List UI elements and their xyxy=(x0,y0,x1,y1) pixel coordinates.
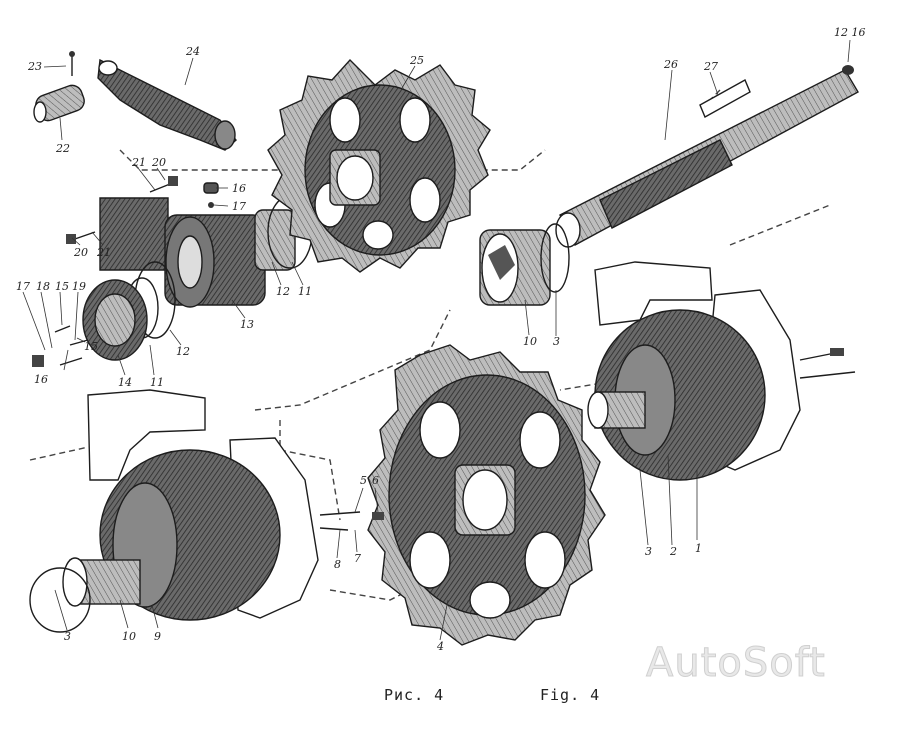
callout-10-left: 10 xyxy=(122,630,136,643)
callout-12-lower: 12 xyxy=(176,345,190,358)
callout-20-lower: 20 xyxy=(73,246,88,259)
bolts-part-15-19 xyxy=(32,325,89,367)
callout-16-upper: 16 xyxy=(232,182,246,195)
lower-sprocket-part-4 xyxy=(367,344,606,646)
callout-26: 26 xyxy=(663,58,678,71)
callout-15-lower: 15 xyxy=(84,340,98,353)
callout-10-shaft: 10 xyxy=(523,335,537,348)
callout-11-lower: 11 xyxy=(150,376,164,389)
callout-15-upper: 15 xyxy=(55,280,69,293)
callout-3-shaft: 3 xyxy=(553,335,560,348)
callout-5: 5 xyxy=(360,474,367,487)
cover-part-14 xyxy=(82,279,148,361)
callout-17-upper: 17 xyxy=(232,200,246,213)
callout-24: 24 xyxy=(185,45,200,58)
callout-1: 1 xyxy=(695,542,702,555)
callout-14: 14 xyxy=(118,376,132,389)
bushing-part-10 xyxy=(479,223,570,306)
bolt-part-20-21 xyxy=(66,176,178,244)
callout-3-left: 3 xyxy=(64,630,71,643)
upper-sprocket-part-25 xyxy=(267,58,491,273)
callout-27: 27 xyxy=(703,60,718,73)
figure-caption-russian: Рис. 4 xyxy=(384,686,445,704)
right-hub-part-1 xyxy=(587,309,856,481)
callout-23: 23 xyxy=(27,60,42,73)
callout-18: 18 xyxy=(36,280,50,293)
callout-labels: 1 2 3 3 3 4 5 6 7 8 9 10 10 11 11 12 12 … xyxy=(16,26,866,653)
callout-16-lower: 16 xyxy=(34,373,48,386)
callout-11-upper: 11 xyxy=(298,285,312,298)
callout-21-upper: 21 xyxy=(131,156,146,169)
callout-7: 7 xyxy=(354,552,361,565)
callout-8: 8 xyxy=(334,558,341,571)
callout-21-lower: 21 xyxy=(96,246,111,259)
callout-20-upper: 20 xyxy=(151,156,166,169)
callout-6: 6 xyxy=(372,474,379,487)
figure-caption-english: Fig. 4 xyxy=(540,686,601,704)
pin-part-22 xyxy=(33,84,85,123)
callout-22: 22 xyxy=(55,142,70,155)
callout-4: 4 xyxy=(436,640,444,653)
callout-19: 19 xyxy=(72,280,86,293)
callout-leaders xyxy=(22,39,851,641)
hub-housing-part-13 xyxy=(99,195,313,308)
left-hub-part-9 xyxy=(29,449,384,633)
cap-part-16-17 xyxy=(203,182,219,208)
callout-3-right: 3 xyxy=(645,545,652,558)
callout-17-left: 17 xyxy=(16,280,30,293)
callout-25: 25 xyxy=(409,54,424,67)
callout-2: 2 xyxy=(669,545,677,558)
bolt-part-23 xyxy=(69,51,75,76)
callout-12-16: 12 16 xyxy=(834,26,866,39)
shaft-part-26 xyxy=(555,65,859,248)
callout-12-upper: 12 xyxy=(276,285,290,298)
callout-13: 13 xyxy=(240,318,254,331)
callout-9: 9 xyxy=(154,630,161,643)
autosoft-watermark: AutoSoft xyxy=(646,640,826,687)
link-part-24 xyxy=(97,58,237,151)
